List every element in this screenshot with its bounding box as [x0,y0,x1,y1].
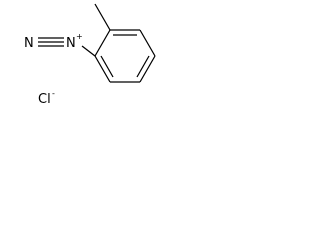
benzenediazonium-chloride-structure: N N + Cl - [24,3,156,107]
positive-charge: + [76,32,83,41]
charged-nitrogen-label: N [66,36,76,51]
ring-bond-c6-c1 [94,29,111,57]
benzene-ring [94,29,156,83]
ring-double-bond-c5-c6 [100,55,114,78]
chloride-label: Cl [38,92,51,107]
terminal-nitrogen-label: N [24,36,34,51]
ring-to-diazonium-bond [81,45,96,57]
ring-bond-c5-c6 [94,55,111,83]
nitrogen-triple-bond [38,37,64,47]
ring-double-bond-c3-c4 [136,55,150,78]
negative-charge: - [52,89,55,98]
ring-bond-c3-c4 [139,55,156,83]
methyl-bond [94,3,111,31]
ring-bond-c2-c3 [139,29,156,57]
